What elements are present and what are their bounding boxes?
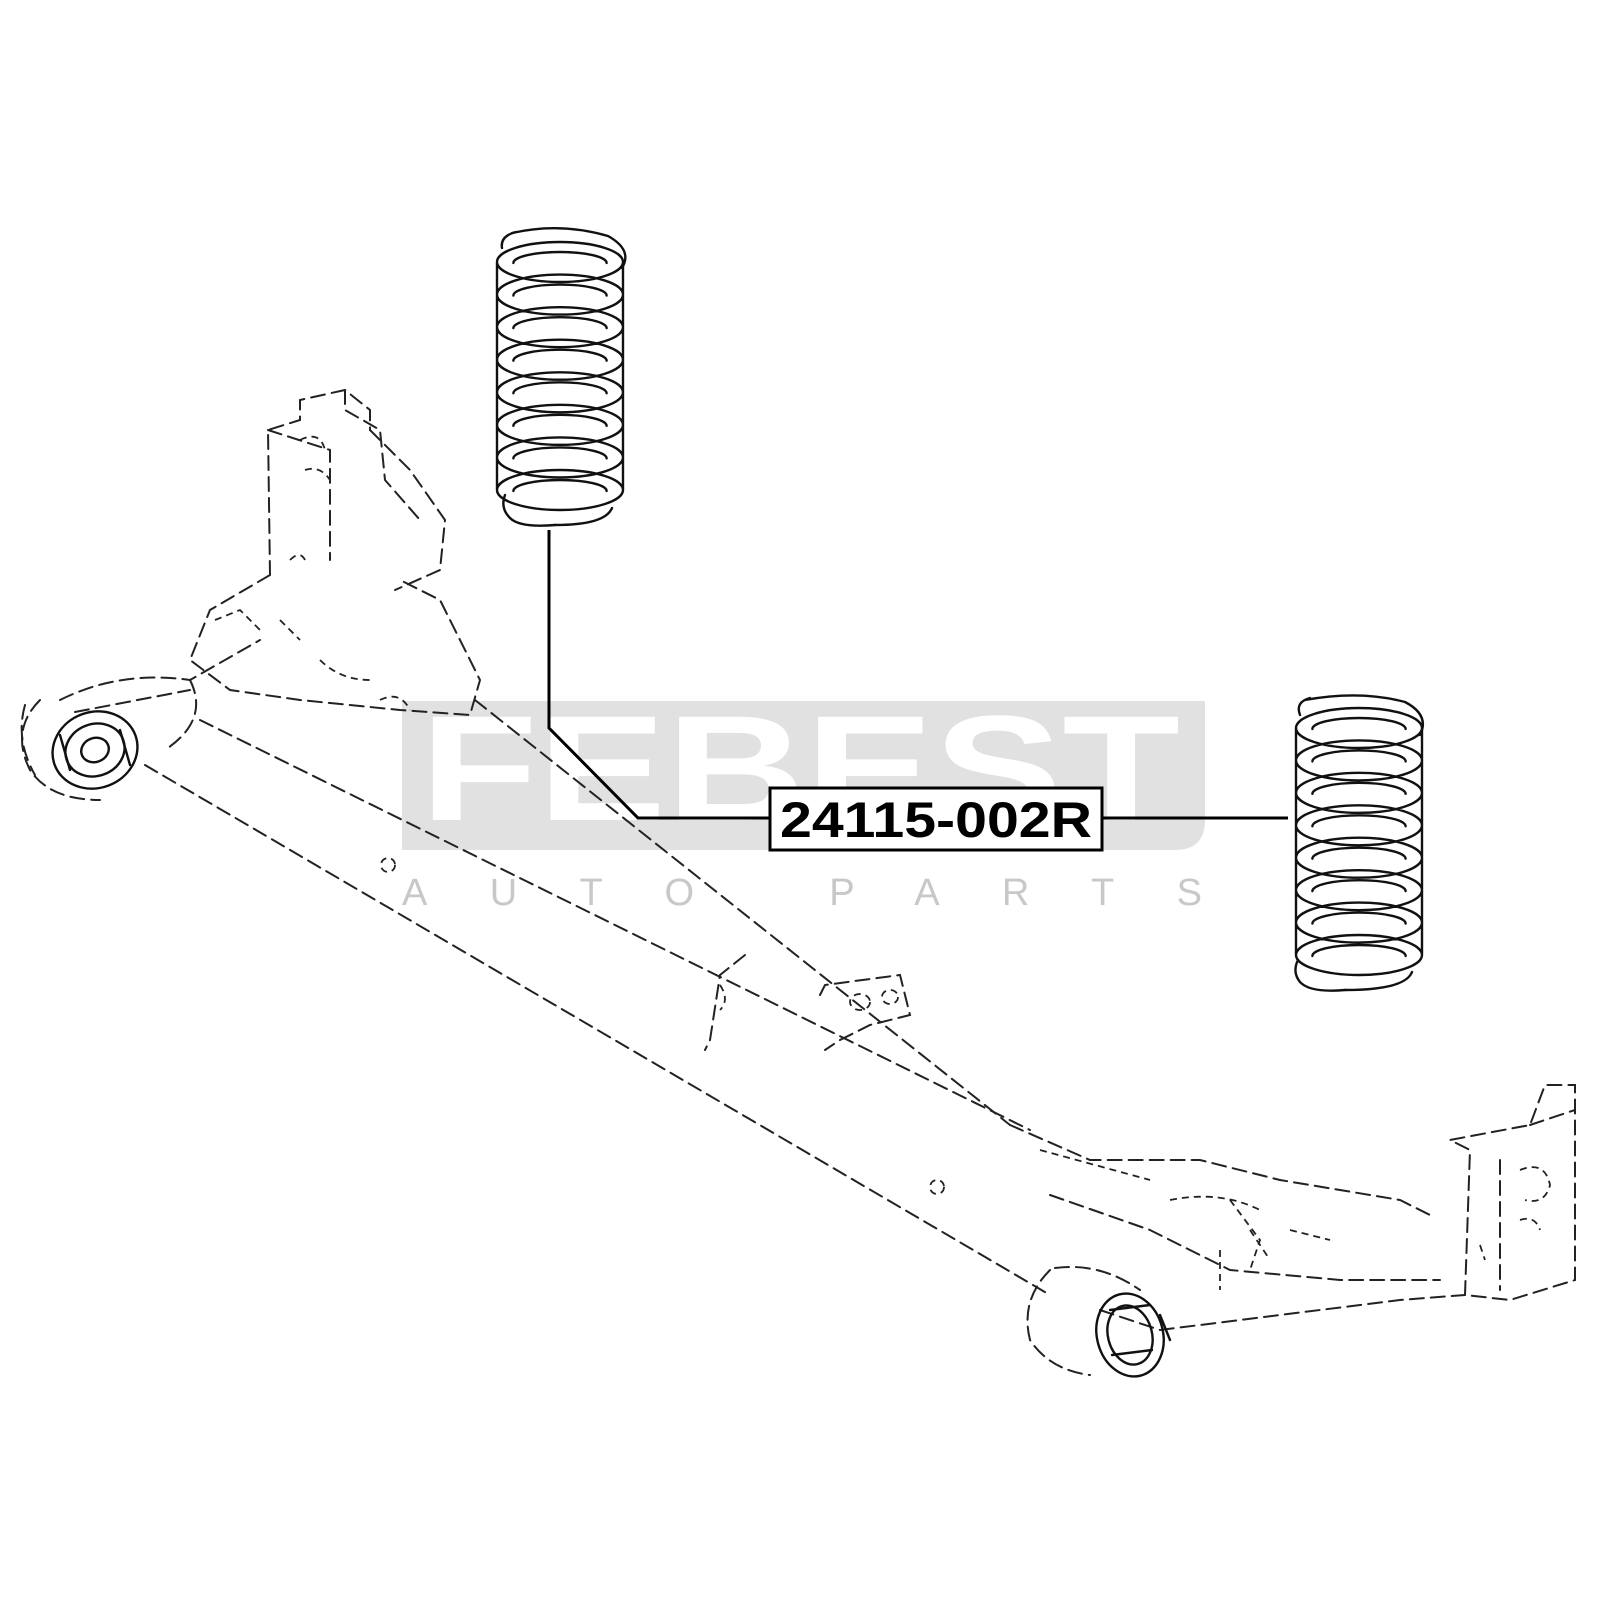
callout-leaders (547, 530, 1288, 820)
right-bushing (1026, 1265, 1172, 1378)
coil-spring-right (1294, 694, 1425, 992)
part-number-callout[interactable]: 24115-002R (768, 786, 1104, 852)
part-number-label: 24115-002R (780, 792, 1092, 848)
rear-axle-beam (20, 388, 1576, 1378)
left-bushing (21, 699, 139, 801)
coil-spring-left (495, 227, 627, 527)
